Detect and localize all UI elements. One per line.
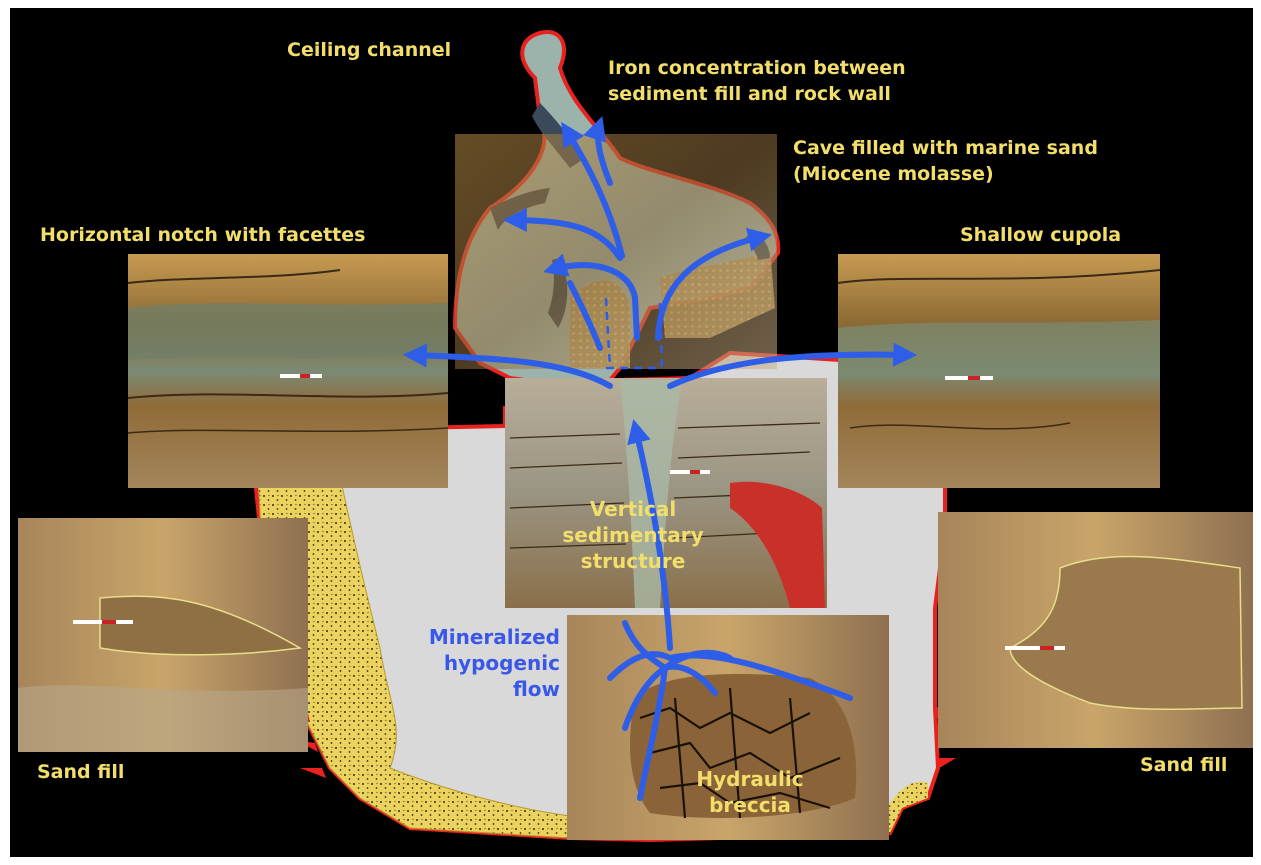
photo-sand-fill-right bbox=[938, 512, 1253, 748]
label-vertical-structure-line1: Vertical bbox=[558, 496, 708, 522]
photo-sand-fill-left bbox=[18, 518, 308, 752]
diagram-canvas: Ceiling channel Iron concentration betwe… bbox=[10, 8, 1253, 857]
label-cave-filled-line2: (Miocene molasse) bbox=[793, 162, 994, 187]
label-cave-filled-line1: Cave filled with marine sand bbox=[793, 136, 1098, 161]
label-mineralized-flow-line2: hypogenic bbox=[380, 651, 560, 676]
label-sand-fill-right: Sand fill bbox=[1140, 753, 1227, 778]
label-iron-concentration-line2: sediment fill and rock wall bbox=[608, 82, 891, 107]
label-hydraulic-breccia-line2: breccia bbox=[675, 792, 825, 818]
label-mineralized-flow-line3: flow bbox=[380, 677, 560, 702]
label-vertical-structure-line2: sedimentary bbox=[558, 522, 708, 548]
label-shallow-cupola: Shallow cupola bbox=[960, 223, 1121, 248]
photo-shallow-cupola bbox=[838, 254, 1160, 488]
label-mineralized-flow-line1: Mineralized bbox=[380, 625, 560, 650]
label-horizontal-notch: Horizontal notch with facettes bbox=[40, 223, 365, 248]
photo-horizontal-notch bbox=[128, 254, 448, 488]
label-iron-concentration-line1: Iron concentration between bbox=[608, 56, 906, 81]
label-hydraulic-breccia-line1: Hydraulic bbox=[675, 766, 825, 792]
label-vertical-structure-line3: structure bbox=[558, 548, 708, 574]
label-sand-fill-left: Sand fill bbox=[37, 760, 124, 785]
label-ceiling-channel: Ceiling channel bbox=[287, 38, 451, 63]
